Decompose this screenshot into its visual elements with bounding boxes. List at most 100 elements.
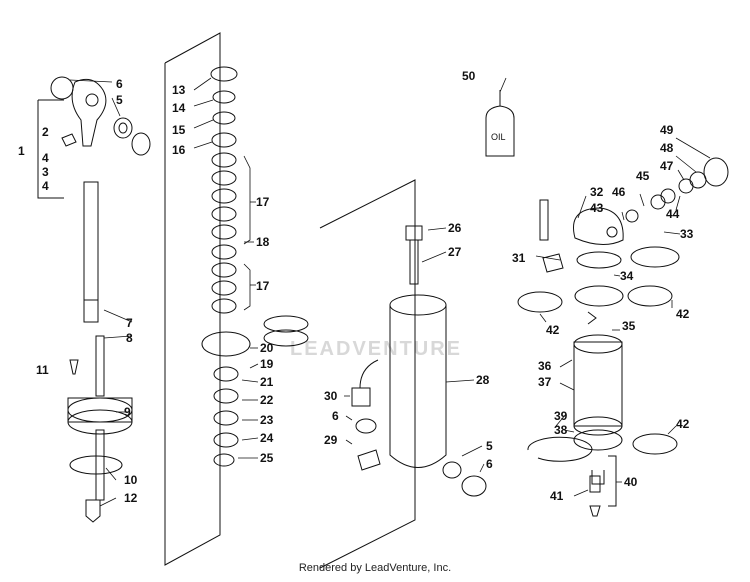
panel-outline-right	[319, 179, 416, 569]
label-50: 50	[462, 69, 476, 83]
label-15: 15	[172, 123, 186, 137]
nut-part-26	[405, 225, 423, 241]
body-part-36	[573, 341, 623, 427]
spacer-part-43	[606, 226, 618, 238]
washer-part-45	[660, 188, 676, 204]
panel-outline-left	[164, 32, 221, 566]
label-42-bottom: 42	[676, 417, 690, 431]
screw-part-2	[61, 133, 77, 147]
label-27: 27	[448, 245, 462, 259]
valve-part-27	[409, 239, 419, 285]
label-9: 9	[124, 405, 131, 419]
label-39: 39	[554, 409, 568, 423]
washer-22	[213, 388, 239, 404]
fitting-part-29	[357, 449, 381, 471]
ring-part-33	[630, 246, 680, 268]
label-7: 7	[126, 316, 133, 330]
label-25: 25	[260, 451, 274, 465]
washer-18	[211, 244, 237, 260]
label-3: 3	[42, 165, 49, 179]
label-43: 43	[590, 201, 604, 215]
seal-part-34	[574, 285, 624, 307]
label-17b: 17	[256, 279, 270, 293]
label-41: 41	[550, 489, 564, 503]
fitting-part-31	[542, 253, 564, 273]
ring-part-6-right	[461, 475, 487, 497]
label-29: 29	[324, 433, 338, 447]
label-38: 38	[554, 423, 568, 437]
screw-part-11	[69, 359, 79, 375]
label-19: 19	[260, 357, 274, 371]
end-cap-part-32	[573, 207, 624, 245]
label-6: 6	[116, 77, 123, 91]
ring-part-42-right	[627, 285, 673, 307]
label-31: 31	[512, 251, 526, 265]
label-46: 46	[612, 185, 626, 199]
shaft-part-7	[83, 181, 99, 323]
eye-mount	[71, 78, 107, 147]
cap-part-38	[573, 429, 623, 451]
label-12: 12	[124, 491, 138, 505]
washer-13	[210, 66, 238, 82]
label-22: 22	[260, 393, 274, 407]
washer-15	[212, 111, 236, 125]
label-17a: 17	[256, 195, 270, 209]
washer-23	[213, 410, 239, 426]
label-48: 48	[660, 141, 674, 155]
ring-part-42-left	[517, 291, 563, 313]
label-13: 13	[172, 83, 186, 97]
nut-25	[213, 453, 235, 467]
label-28: 28	[476, 373, 490, 387]
washer-part-47	[678, 178, 694, 194]
label-36: 36	[538, 359, 552, 373]
label-37: 37	[538, 375, 552, 389]
label-44: 44	[666, 207, 680, 221]
footer-credit: Rendered by LeadVenture, Inc.	[298, 562, 452, 574]
label-5: 5	[116, 93, 123, 107]
label-16: 16	[172, 143, 186, 157]
label-14: 14	[172, 101, 186, 115]
line-part-31	[539, 199, 549, 241]
label-6-right: 6	[486, 457, 493, 471]
bushing-part-5-center	[442, 461, 462, 479]
label-42-left: 42	[546, 323, 560, 337]
label-30: 30	[324, 389, 338, 403]
label-33: 33	[680, 227, 694, 241]
label-1: 1	[18, 144, 25, 158]
washer-16	[211, 132, 237, 148]
label-6-center: 6	[332, 409, 339, 423]
label-45: 45	[636, 169, 650, 183]
label-4a: 4	[42, 151, 49, 165]
label-21: 21	[260, 375, 274, 389]
bushing-part-5	[113, 117, 133, 139]
label-8: 8	[126, 331, 133, 345]
watermark: LEADVENTURE	[290, 338, 463, 360]
label-32: 32	[590, 185, 604, 199]
label-35: 35	[622, 319, 636, 333]
knob-part-49	[703, 157, 729, 187]
fitting-part-30	[351, 387, 371, 407]
label-2: 2	[42, 125, 49, 139]
reservoir-top	[389, 294, 447, 316]
washer-part-48	[689, 171, 707, 189]
shaft-part-8	[95, 335, 105, 397]
washer-21	[213, 366, 239, 382]
label-24: 24	[260, 431, 274, 445]
label-47: 47	[660, 159, 674, 173]
screw-part-41	[589, 505, 601, 517]
label-26: 26	[448, 221, 462, 235]
label-18: 18	[256, 235, 270, 249]
eye-ring-part-6	[50, 76, 74, 100]
oil-bottle-part-50	[485, 105, 515, 157]
snap-ring-part-39	[527, 436, 593, 462]
label-4b: 4	[42, 179, 49, 193]
label-40: 40	[624, 475, 638, 489]
label-42-right: 42	[676, 307, 690, 321]
label-10: 10	[124, 473, 138, 487]
nut-part-12	[85, 499, 101, 523]
washer-14	[212, 90, 236, 104]
ring-part-6b	[131, 132, 151, 156]
label-5-right: 5	[486, 439, 493, 453]
reservoir-body-part-28	[389, 305, 447, 468]
